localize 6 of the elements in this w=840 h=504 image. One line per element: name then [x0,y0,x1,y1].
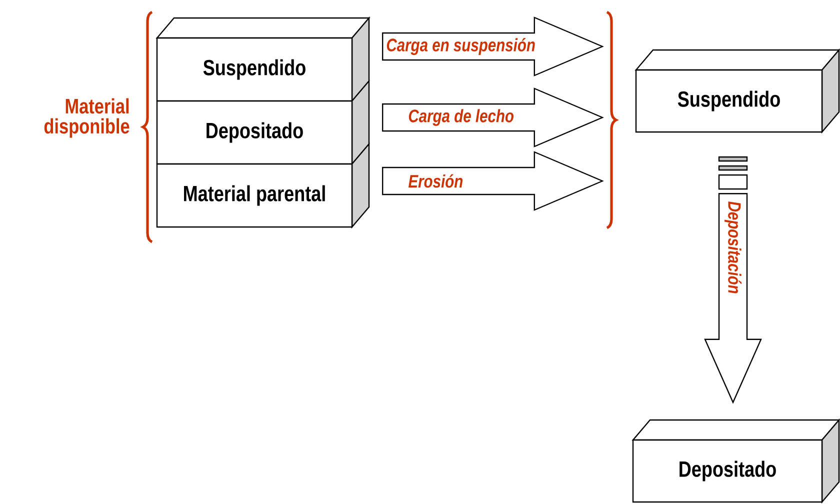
edge-label: Carga de lecho [407,108,516,127]
edge-label: Depositación [724,200,742,295]
block-arrow [382,151,604,211]
edge-label: Erosión [407,173,464,189]
group-label: Material disponible [44,98,130,138]
edge-label: Carga en suspensión [385,37,536,56]
